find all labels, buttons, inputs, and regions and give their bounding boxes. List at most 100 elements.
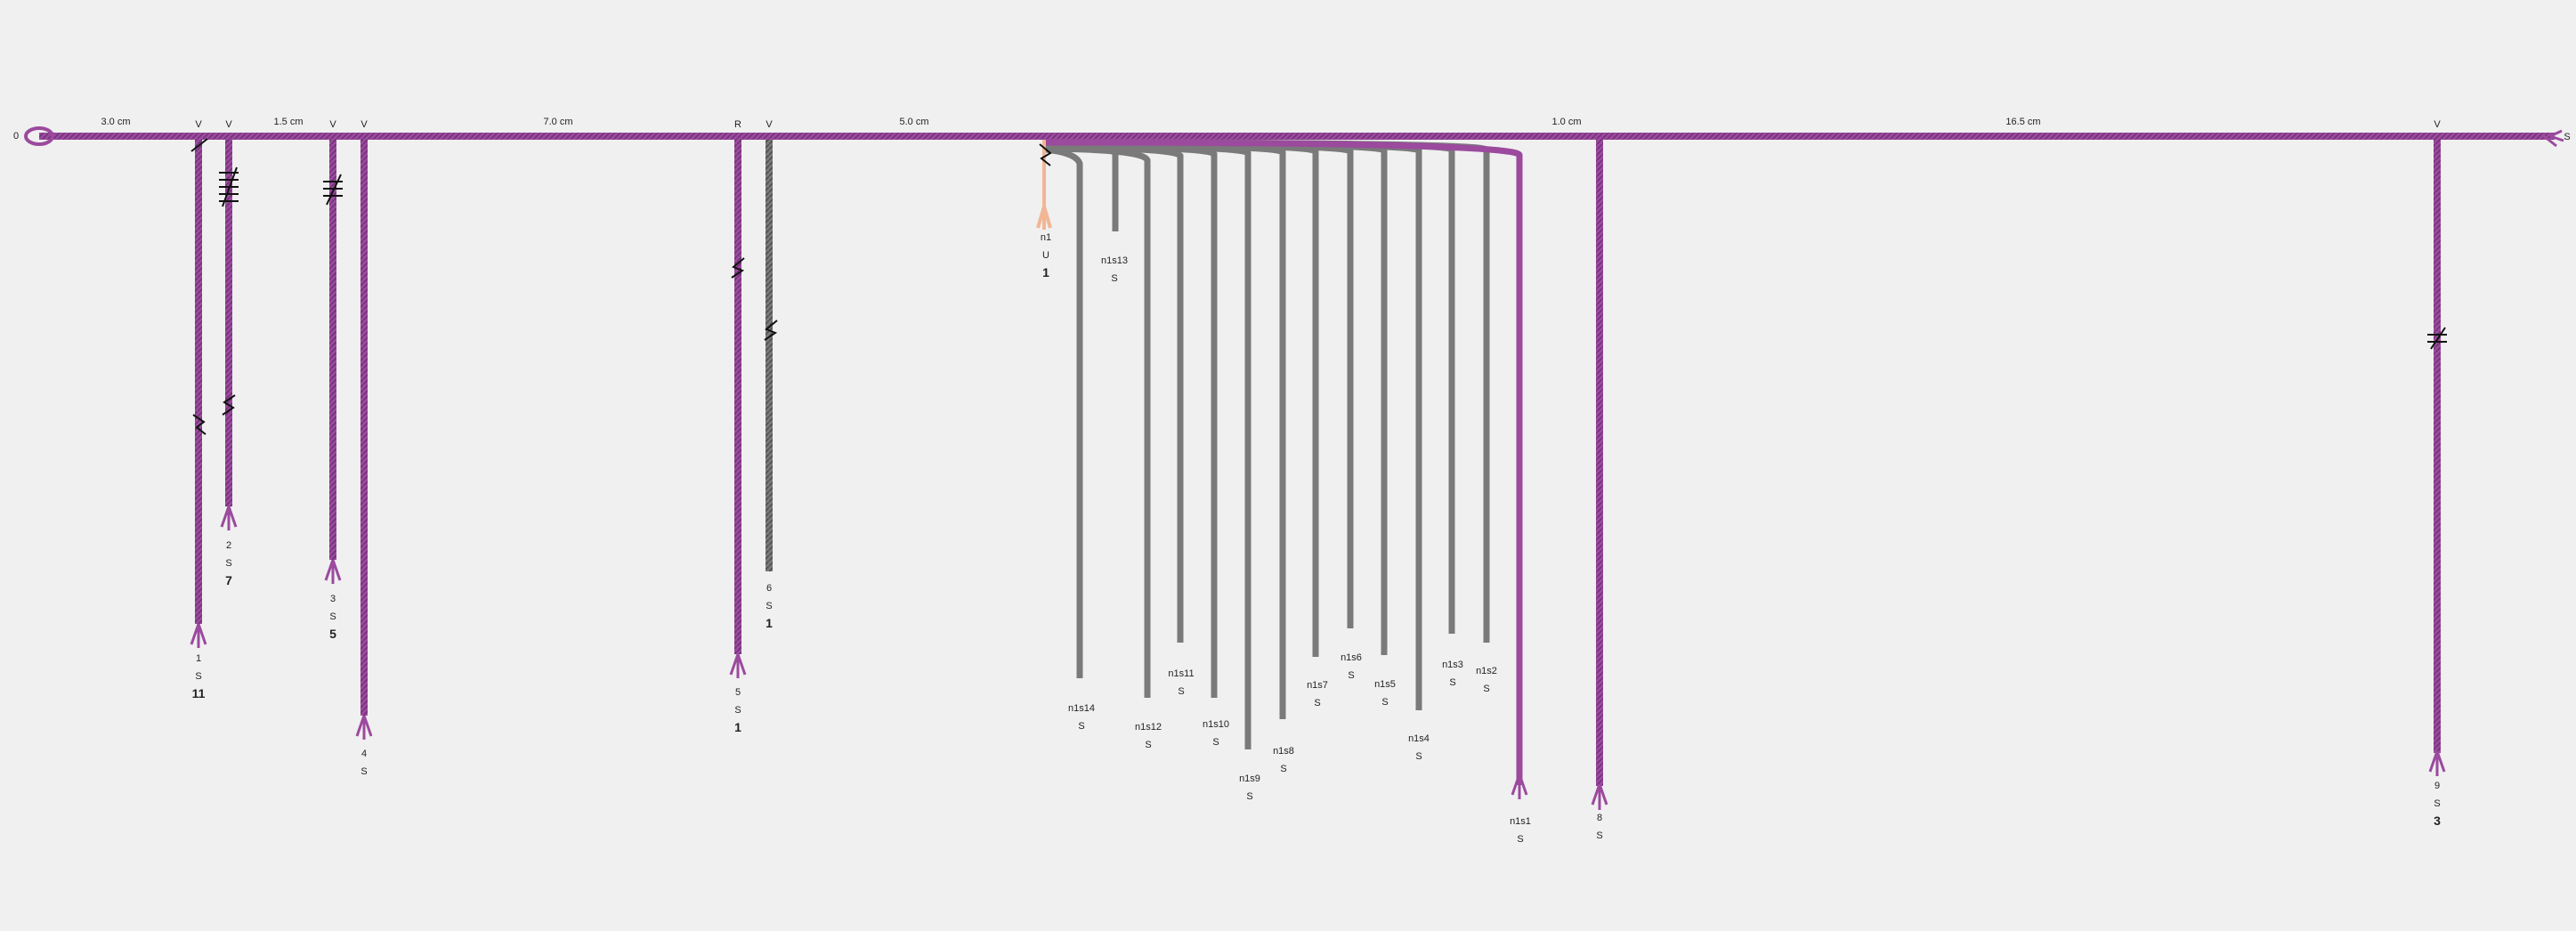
pendant-number: 6 (766, 583, 772, 594)
pendant-termination: S (329, 611, 336, 622)
pendant-termination: S (1596, 830, 1602, 841)
pendant-cord-5 (734, 140, 741, 654)
subsidiary-number: n1s14 (1068, 703, 1095, 714)
pendant-termination: S (766, 601, 772, 611)
knot-count: 1 (766, 616, 773, 630)
pendant-cord-8 (1596, 140, 1603, 786)
subsidiary-cord-n1s6 (1045, 141, 1354, 628)
knot (1039, 143, 1052, 166)
subsidiary-termination: S (1348, 670, 1354, 681)
subsidiary-number: n1s1 (1510, 816, 1531, 827)
primary-cord: 0 S (13, 126, 2571, 148)
attachment-label: V (225, 119, 232, 130)
subsidiary-number: n1s5 (1374, 679, 1396, 690)
attachment-label: V (2434, 119, 2441, 130)
pendant-cord-2 (225, 140, 232, 506)
primary-cord-end-tassel (2543, 129, 2564, 148)
pendant-termination: U (1042, 250, 1049, 261)
subsidiary-number: n1s10 (1203, 719, 1229, 730)
subsidiary-termination: S (1078, 721, 1084, 732)
knot-count: 1 (1042, 265, 1049, 279)
primary-end-label: S (2564, 132, 2570, 142)
subsidiary-termination: S (1246, 791, 1252, 802)
knot (2427, 327, 2447, 350)
pendant-cord-6 (766, 140, 773, 571)
pendant-number: 3 (330, 594, 336, 604)
attachment-label: R (734, 119, 741, 130)
pendant-termination: S (2434, 798, 2440, 809)
subsidiary-termination: S (1449, 677, 1455, 688)
pendant-cord-n1 (1036, 140, 1052, 230)
subsidiary-termination: S (1483, 684, 1489, 694)
subsidiary-termination: S (1212, 737, 1219, 748)
knot (764, 320, 778, 341)
subsidiary-termination: S (1381, 697, 1388, 708)
subsidiary-cord-n1s12 (1045, 145, 1151, 698)
attachment-label: V (195, 119, 202, 130)
pendant-cord-3 (329, 140, 336, 560)
spacing-label: 1.0 cm (1551, 117, 1581, 127)
pendant-termination: S (734, 705, 741, 716)
pendant-termination: S (360, 766, 367, 777)
pendant-number: 2 (226, 540, 231, 551)
subsidiary-number: n1s13 (1101, 255, 1128, 266)
knot-count: 1 (734, 720, 741, 734)
pendant-cord-9 (2434, 140, 2441, 753)
tassel (1591, 783, 1608, 810)
subsidiary-cord-n1s14 (1045, 146, 1083, 678)
subsidiary-termination: S (1517, 834, 1523, 845)
pendant-termination: S (225, 558, 231, 569)
attachment-label: V (360, 119, 368, 130)
pendant-cord-1 (195, 140, 202, 624)
tassel (324, 559, 342, 584)
tassel (2428, 750, 2446, 776)
knot (190, 138, 208, 152)
subsidiary-cord-n1s10 (1045, 143, 1218, 698)
subsidiary-termination: S (1145, 740, 1151, 750)
pendant-number: 1 (196, 653, 201, 664)
tassel (220, 506, 238, 530)
subsidiary-termination: S (1280, 764, 1286, 774)
knot (219, 166, 239, 207)
attachment-label: V (766, 119, 773, 130)
subsidiary-number: n1s9 (1239, 773, 1260, 784)
primary-start-label: 0 (13, 131, 19, 142)
tassel (1511, 773, 1528, 799)
spacing-label: 7.0 cm (543, 117, 572, 127)
subsidiary-number: n1s12 (1135, 722, 1162, 733)
attachment-label: V (329, 119, 336, 130)
subsidiary-cord-n1s4 (1045, 140, 1422, 710)
subsidiary-number: n1s4 (1408, 733, 1430, 744)
subsidiary-number: n1s7 (1307, 680, 1328, 691)
subsidiary-termination: S (1111, 273, 1117, 284)
knot (192, 414, 207, 435)
knot (731, 257, 745, 279)
knot-count: 3 (2434, 814, 2441, 828)
pendant-number: 8 (1597, 813, 1602, 823)
spacing-label: 3.0 cm (101, 117, 130, 127)
pendant-cord-4 (360, 140, 368, 716)
tassel (190, 623, 207, 648)
spacing-label: 1.5 cm (273, 117, 303, 127)
pendant-termination: S (195, 671, 201, 682)
subsidiary-number: n1s8 (1273, 746, 1294, 757)
knot (222, 394, 236, 416)
subsidiary-number: n1s3 (1442, 660, 1463, 670)
subsidiary-cord-n1s1 (1045, 139, 1523, 785)
subsidiary-number: n1s6 (1341, 652, 1362, 663)
cord-tassels (190, 506, 2446, 810)
subsidiary-number: n1s11 (1168, 668, 1194, 679)
subsidiary-termination: S (1178, 686, 1184, 697)
pendant-number: 9 (2434, 781, 2440, 791)
subsidiary-termination: S (1314, 698, 1320, 708)
subsidiary-number: n1s2 (1476, 666, 1497, 676)
spacing-label: 5.0 cm (899, 117, 928, 127)
pendant-cords (195, 140, 2441, 786)
knot-count: 7 (225, 573, 232, 587)
pendant-number: 4 (361, 749, 367, 759)
spacing-labels: 3.0 cm 1.5 cm 7.0 cm 5.0 cm 1.0 cm 16.5 … (101, 117, 2040, 127)
pendant-labels: 1 S 11 2 S 7 3 S 5 4 S 5 S 1 6 S 1 n1 U … (192, 232, 2442, 845)
pendant-number: n1 (1041, 232, 1051, 243)
knot (323, 174, 343, 206)
